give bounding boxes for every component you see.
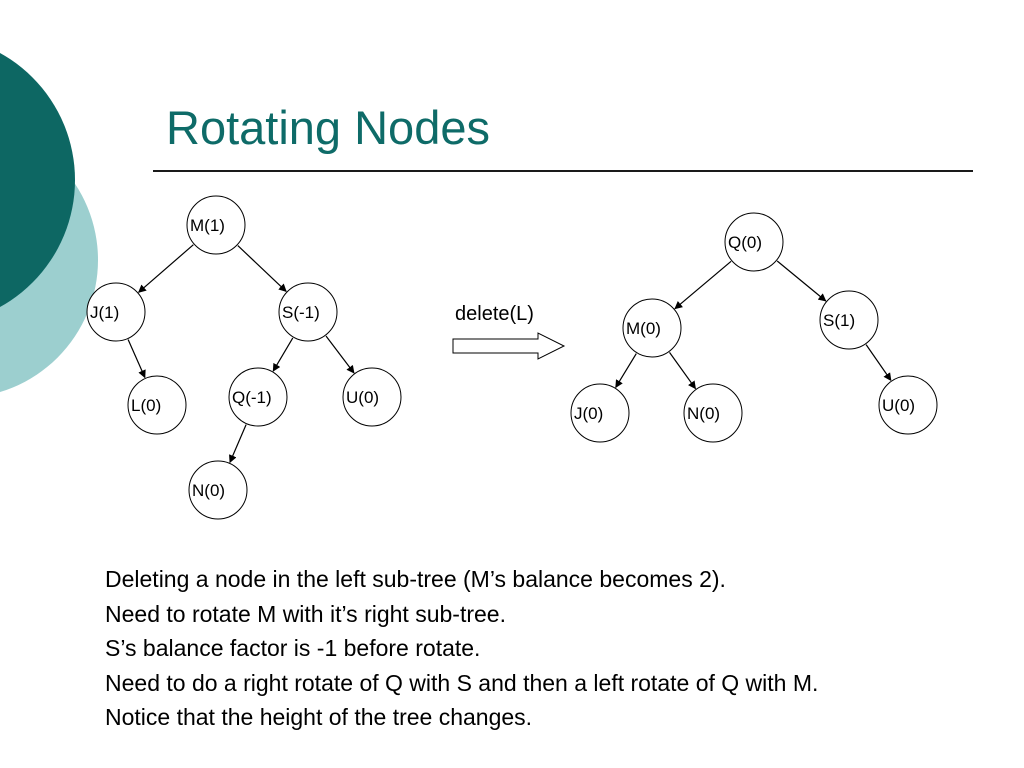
tree-edge-S-Q bbox=[272, 337, 294, 372]
title-underline bbox=[153, 170, 973, 172]
slide-title: Rotating Nodes bbox=[166, 101, 490, 154]
decor-dark-circle bbox=[0, 53, 75, 307]
node-circle bbox=[342, 367, 402, 427]
node-label: Q(0) bbox=[728, 233, 762, 252]
node-circle bbox=[622, 298, 682, 358]
before-node-J: J(1) bbox=[86, 282, 146, 342]
node-label: S(1) bbox=[823, 311, 855, 330]
after-node-Q: Q(0) bbox=[724, 212, 784, 272]
explanation-notes: Deleting a node in the left sub-tree (M’… bbox=[105, 562, 818, 735]
tree-edge-M-J bbox=[137, 244, 194, 293]
before-node-M: M(1) bbox=[186, 195, 246, 255]
tree-edge-Q-S bbox=[776, 260, 827, 302]
tree-edge-S-U bbox=[325, 335, 355, 374]
block-arrow-right-icon bbox=[452, 332, 566, 360]
node-label: U(0) bbox=[882, 396, 915, 415]
before-node-U: U(0) bbox=[342, 367, 402, 427]
before-node-L: L(0) bbox=[127, 375, 187, 435]
node-label: Q(-1) bbox=[232, 388, 272, 407]
note-line: Need to rotate M with it’s right sub-tre… bbox=[105, 600, 506, 627]
note-line: Deleting a node in the left sub-tree (M’… bbox=[105, 566, 726, 592]
node-circle bbox=[683, 383, 743, 443]
node-label: M(0) bbox=[626, 319, 661, 338]
note-line: Notice that the height of the tree chang… bbox=[105, 704, 533, 730]
before-node-N: N(0) bbox=[188, 460, 248, 520]
node-label: N(0) bbox=[192, 481, 225, 500]
node-label: M(1) bbox=[190, 216, 225, 235]
node-circle bbox=[188, 460, 248, 520]
after-node-U: U(0) bbox=[878, 375, 938, 435]
note-line: S’s balance factor is -1 before rotate. bbox=[105, 635, 481, 661]
node-label: U(0) bbox=[346, 388, 379, 407]
tree-edge-M-J bbox=[615, 353, 637, 389]
before-tree: M(1) J(1) S(-1) L(0) Q(-1) U(0) bbox=[86, 195, 402, 520]
node-circle bbox=[878, 375, 938, 435]
node-circle bbox=[724, 212, 784, 272]
after-tree: Q(0) M(0) S(1) J(0) N(0) U(0) bbox=[570, 212, 938, 443]
node-label: S(-1) bbox=[282, 303, 320, 322]
node-circle bbox=[570, 383, 630, 443]
node-circle bbox=[186, 195, 246, 255]
after-node-M: M(0) bbox=[622, 298, 682, 358]
after-node-S: S(1) bbox=[819, 290, 879, 350]
node-label: N(0) bbox=[687, 404, 720, 423]
node-label: J(0) bbox=[574, 404, 603, 423]
tree-edge-Q-N bbox=[229, 424, 247, 464]
node-circle bbox=[278, 282, 338, 342]
after-node-J: J(0) bbox=[570, 383, 630, 443]
operation: delete(L) bbox=[452, 303, 566, 360]
node-circle bbox=[228, 367, 288, 427]
before-node-S: S(-1) bbox=[278, 282, 338, 342]
node-label: L(0) bbox=[131, 396, 161, 415]
tree-edge-M-N bbox=[669, 352, 696, 390]
node-label: J(1) bbox=[90, 303, 119, 322]
operation-label: delete(L) bbox=[455, 303, 534, 325]
node-circle bbox=[819, 290, 879, 350]
before-node-Q: Q(-1) bbox=[228, 367, 288, 427]
note-line: Need to do a right rotate of Q with S an… bbox=[105, 669, 819, 696]
tree-edge-M-S bbox=[237, 245, 287, 292]
tree-edge-Q-M bbox=[674, 260, 732, 310]
before-tree-edges bbox=[127, 244, 355, 464]
after-tree-edges bbox=[615, 260, 892, 390]
tree-edge-J-L bbox=[127, 339, 146, 379]
tree-edge-S-U bbox=[865, 344, 892, 382]
node-circle bbox=[86, 282, 146, 342]
after-node-N: N(0) bbox=[683, 383, 743, 443]
node-circle bbox=[127, 375, 187, 435]
